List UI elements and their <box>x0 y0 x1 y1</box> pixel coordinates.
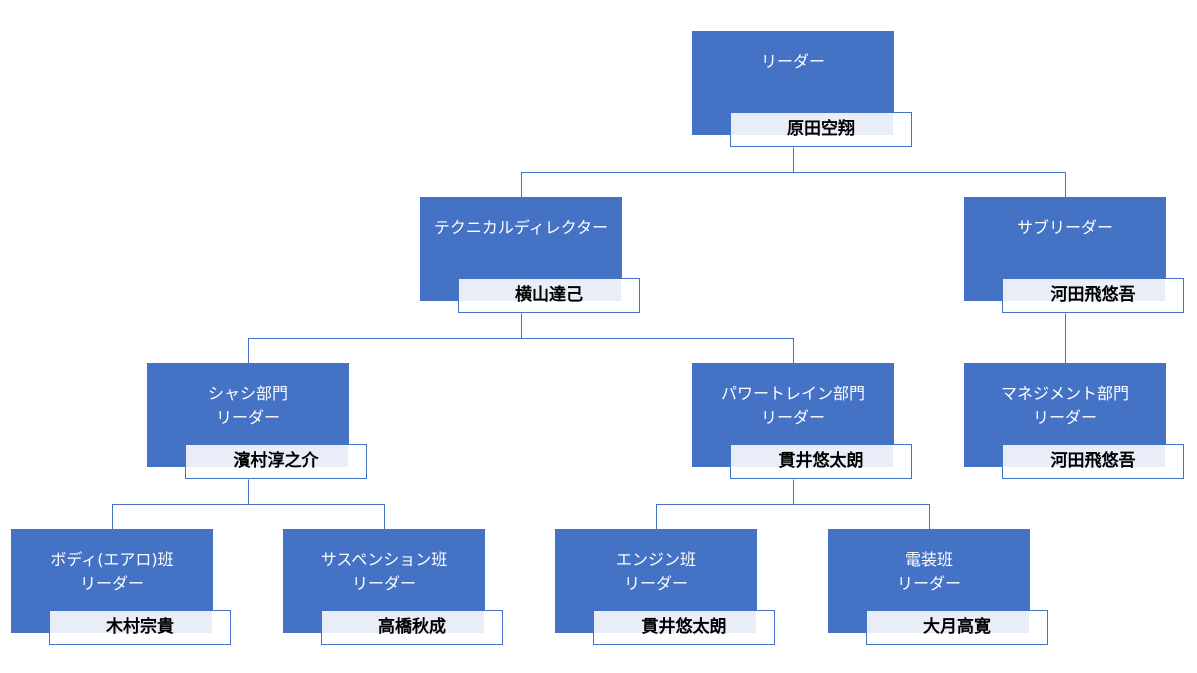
connector-powertrain-dept-electrical-team <box>793 479 930 530</box>
connector-technical-director-powertrain-dept <box>521 313 794 364</box>
name-box: 濱村淳之介 <box>185 444 367 479</box>
role-label: パワートレイン部門 <box>720 384 865 403</box>
connector-leader-sub-leader <box>793 147 1066 198</box>
person-name: 高橋秋成 <box>378 617 446 637</box>
person-name: 貫井悠太朗 <box>778 451 864 471</box>
role-label: リーダー <box>1032 408 1097 427</box>
connector-chassis-dept-body-aero-team <box>112 479 249 530</box>
person-name: 横山達己 <box>515 285 583 305</box>
person-name: 貫井悠太朗 <box>641 617 727 637</box>
person-name: 原田空翔 <box>787 119 855 139</box>
role-label: ボディ(エアロ)班 <box>50 550 174 569</box>
name-box: 高橋秋成 <box>321 610 503 645</box>
name-box: 大月高寛 <box>866 610 1048 645</box>
name-box: 河田飛悠吾 <box>1002 278 1184 313</box>
role-label: リーダー <box>760 408 825 427</box>
person-name: 河田飛悠吾 <box>1050 451 1136 471</box>
connector-powertrain-dept-engine-team <box>656 479 794 530</box>
role-label: エンジン班 <box>615 550 696 569</box>
role-label: 電装班 <box>904 550 953 569</box>
role-label: マネジメント部門 <box>1000 384 1129 403</box>
role-label: リーダー <box>623 574 688 593</box>
name-box: 貫井悠太朗 <box>593 610 775 645</box>
role-label: リーダー <box>351 574 416 593</box>
role-label: リーダー <box>79 574 144 593</box>
role-label: サブリーダー <box>1016 218 1113 237</box>
connector-leader-technical-director <box>521 147 794 198</box>
person-name: 濱村淳之介 <box>233 451 319 471</box>
role-label: サスペンション班 <box>320 550 448 569</box>
name-box: 河田飛悠吾 <box>1002 444 1184 479</box>
connector-technical-director-chassis-dept <box>248 313 522 364</box>
name-box: 横山達己 <box>458 278 640 313</box>
name-box: 木村宗貴 <box>49 610 231 645</box>
person-name: 河田飛悠吾 <box>1050 285 1136 305</box>
role-label: シャシ部門 <box>207 384 288 403</box>
role-label: テクニカルディレクター <box>433 218 609 237</box>
role-label: リーダー <box>215 408 280 427</box>
person-name: 木村宗貴 <box>106 617 174 637</box>
role-label: リーダー <box>896 574 961 593</box>
role-label: リーダー <box>760 52 825 71</box>
name-box: 貫井悠太朗 <box>730 444 912 479</box>
name-box: 原田空翔 <box>730 112 912 147</box>
connector-chassis-dept-suspension-team <box>248 479 385 530</box>
person-name: 大月高寛 <box>923 617 991 637</box>
